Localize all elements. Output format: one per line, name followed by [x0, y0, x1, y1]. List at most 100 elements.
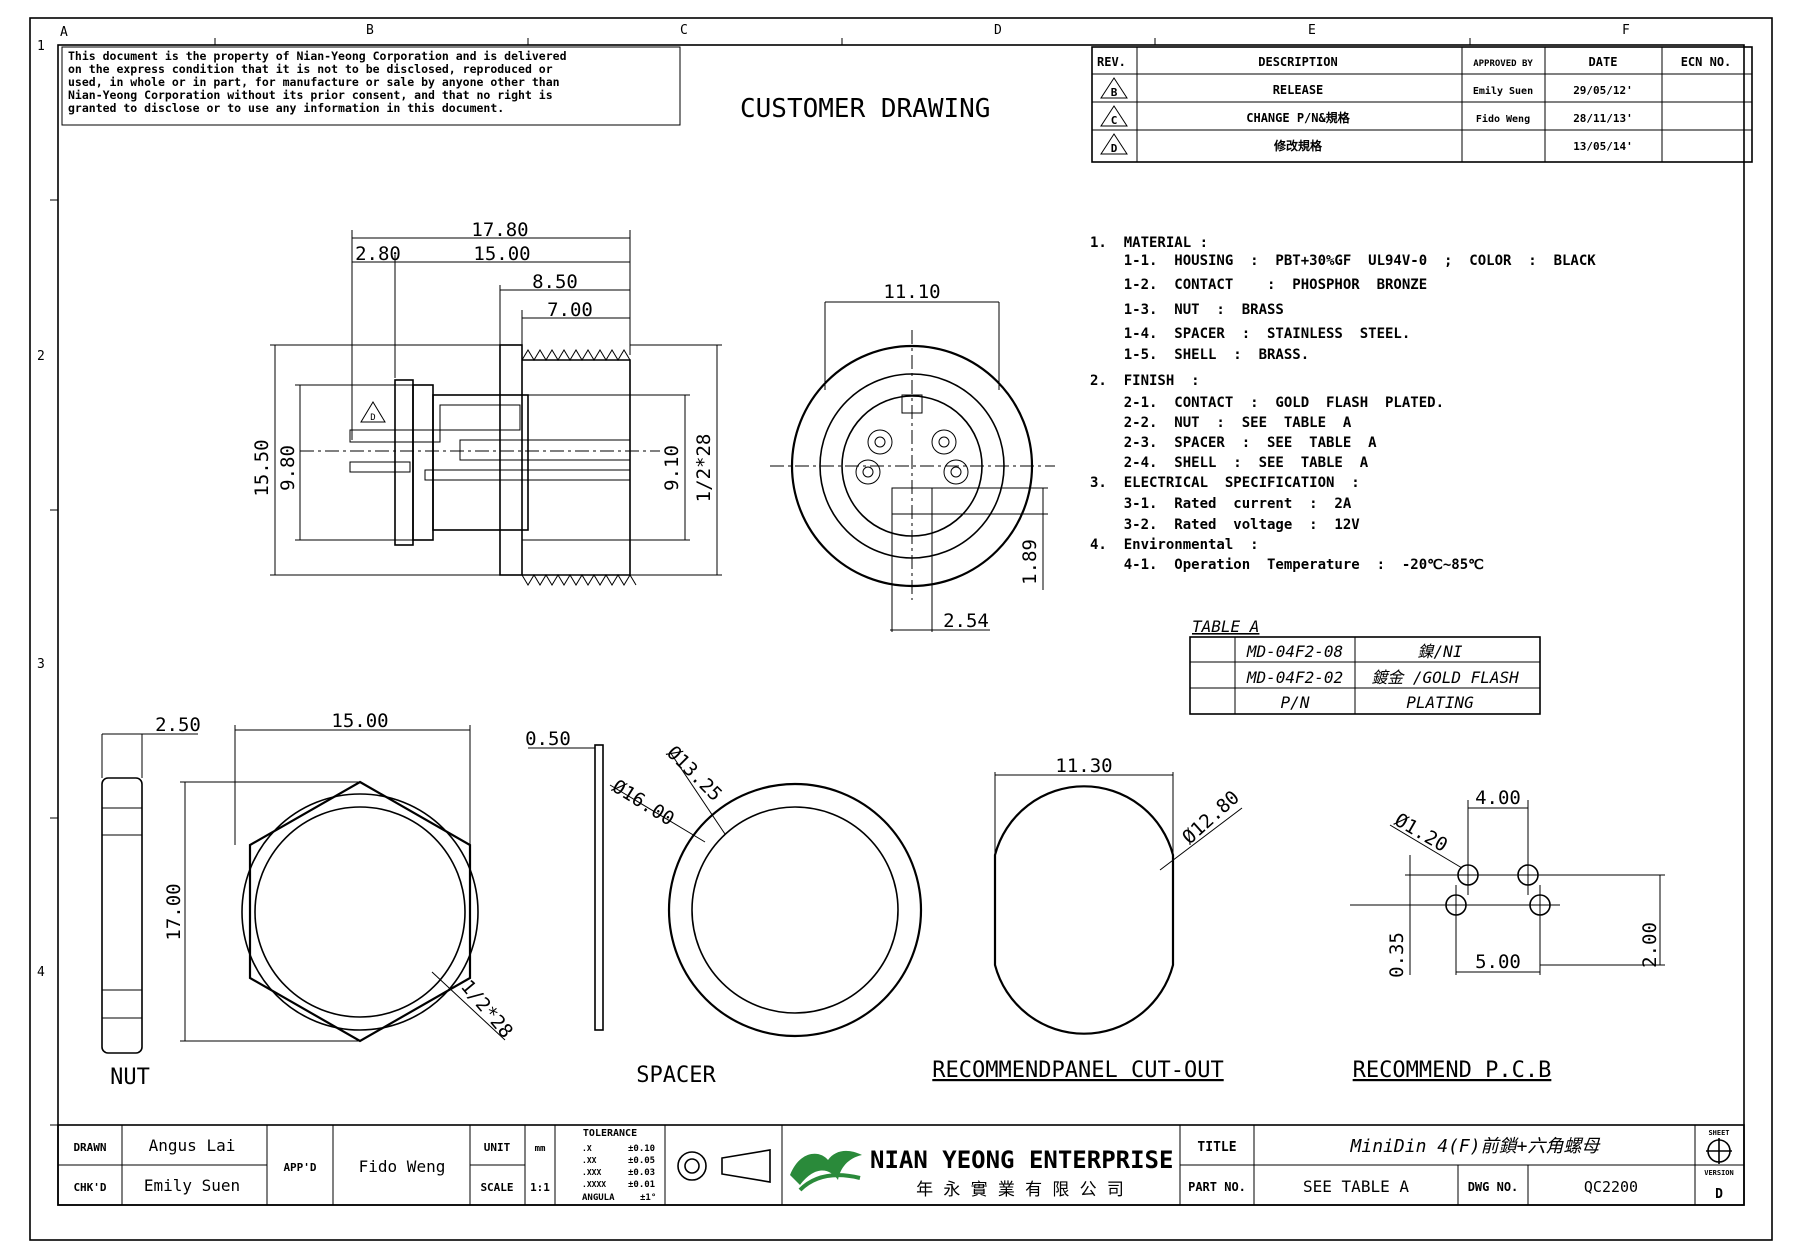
pcb-label: RECOMMEND P.C.B — [1353, 1058, 1552, 1083]
notice-line-3: used, in whole or in part, for manufactu… — [68, 75, 560, 89]
dim-side-910: 9.10 — [661, 445, 683, 491]
spec-line: 2. FINISH : — [1090, 373, 1200, 389]
rev-c-date: 28/11/13' — [1573, 112, 1633, 125]
revision-table: REV. DESCRIPTION APPROVED BY DATE ECN NO… — [1091, 46, 1753, 163]
nut-label: NUT — [110, 1065, 150, 1090]
zone-col-c: C — [680, 23, 688, 38]
tolerance-value: ±0.01 — [628, 1180, 655, 1190]
spec-line: 1-1. HOUSING : PBT+30%GF UL94V-0 ; COLOR… — [1090, 253, 1596, 269]
dim-nut-1500: 15.00 — [331, 710, 388, 732]
notice-line-5: granted to disclose or to use any inform… — [68, 101, 504, 115]
checked-name: Emily Suen — [144, 1176, 240, 1195]
spec-line: 4. Environmental : — [1090, 537, 1259, 553]
property-notice: This document is the property of Nian-Ye… — [61, 46, 681, 126]
table-a-header-plating: PLATING — [1406, 693, 1474, 712]
unit-label: UNIT — [484, 1141, 511, 1154]
spec-line: 2-3. SPACER : SEE TABLE A — [1090, 435, 1377, 451]
dim-nut-1700: 17.00 — [163, 883, 185, 940]
rev-b-approved: Emily Suen — [1473, 85, 1533, 97]
title-label: TITLE — [1197, 1140, 1236, 1155]
company-logo-icon — [790, 1150, 862, 1192]
checked-label: CHK'D — [73, 1181, 106, 1194]
version-label: VERSION — [1704, 1169, 1734, 1177]
dim-front-254: 2.54 — [943, 610, 989, 632]
sheet-crosshair-icon — [1706, 1138, 1732, 1164]
dim-pcb-120: Ø1.20 — [1391, 809, 1452, 857]
dim-front-189: 1.89 — [1019, 539, 1041, 585]
dim-spacer-050: 0.50 — [525, 728, 571, 750]
table-a-pn: MD-04F2-02 — [1246, 668, 1343, 687]
spec-line: 1-5. SHELL : BRASS. — [1090, 347, 1309, 363]
spec-line: 2-4. SHELL : SEE TABLE A — [1090, 455, 1369, 471]
spec-line: 1-2. CONTACT : PHOSPHOR BRONZE — [1090, 277, 1427, 293]
spec-line: 4-1. Operation Temperature : -20℃~85℃ — [1090, 557, 1484, 573]
approved-label: APP'D — [283, 1161, 316, 1174]
notice-line-2: on the express condition that it is not … — [68, 62, 553, 76]
spec-line: 2-1. CONTACT : GOLD FLASH PLATED. — [1090, 395, 1444, 411]
dwg-label: DWG NO. — [1468, 1180, 1519, 1194]
zone-col-e: E — [1308, 23, 1316, 38]
rev-c-approved: Fido Weng — [1476, 113, 1530, 125]
dim-front-1110: 11.10 — [883, 281, 940, 303]
zone-col-a: A — [60, 25, 68, 40]
nut-view: 2.50 15.00 17.00 1/2*28 NUT — [101, 710, 517, 1090]
sheet-label: SHEET — [1708, 1129, 1729, 1137]
spec-line: 1. MATERIAL : — [1090, 235, 1208, 251]
dim-spacer-1600: Ø16.00 — [608, 775, 678, 830]
part-label: PART NO. — [1188, 1180, 1246, 1194]
tolerance-key: .X — [582, 1144, 592, 1153]
spec-line: 2-2. NUT : SEE TABLE A — [1090, 415, 1352, 431]
rev-header-approved: APPROVED BY — [1473, 59, 1533, 69]
rev-b-description: RELEASE — [1273, 83, 1324, 97]
svg-text:D: D — [370, 413, 375, 423]
dim-side-thread: 1/2*28 — [693, 434, 715, 503]
company-name-cn: 年 永 實 業 有 限 公 司 — [916, 1180, 1124, 1200]
notice-line-1: This document is the property of Nian-Ye… — [68, 49, 567, 63]
spec-line: 3-1. Rated current : 2A — [1090, 496, 1352, 512]
panel-cutout-view: 11.30 Ø12.80 RECOMMENDPANEL CUT-OUT — [932, 755, 1244, 1083]
zone-col-f: F — [1622, 23, 1630, 38]
specifications: 1. MATERIAL : 1-1. HOUSING : PBT+30%GF U… — [1090, 235, 1596, 573]
outer-border — [29, 17, 1773, 1241]
zone-col-d: D — [994, 23, 1002, 38]
table-a-title: TABLE A — [1192, 617, 1259, 636]
tolerance-key: ANGULA — [582, 1193, 615, 1203]
table-a-plating: 鎳/NI — [1418, 642, 1463, 661]
title-block: DRAWN Angus Lai CHK'D Emily Suen APP'D F… — [57, 1124, 1745, 1206]
title-value: MiniDin 4(F)前鎖+六角螺母 — [1350, 1136, 1602, 1157]
inner-border — [57, 44, 1745, 1206]
tolerance-value: ±0.03 — [628, 1168, 655, 1178]
spec-line: 1-4. SPACER : STAINLESS STEEL. — [1090, 326, 1410, 342]
zone-row-4: 4 — [37, 965, 45, 980]
part-value: SEE TABLE A — [1303, 1177, 1409, 1196]
table-a-plating: 鍍金 /GOLD FLASH — [1371, 668, 1519, 687]
spacer-label: SPACER — [636, 1063, 716, 1088]
tolerance-value: ±1° — [640, 1193, 656, 1203]
rev-b-triangle-icon — [1100, 77, 1128, 99]
rev-header-rev: REV. — [1097, 55, 1126, 69]
dim-pcb-200: 2.00 — [1639, 922, 1661, 968]
dim-side-1550: 15.50 — [251, 439, 273, 496]
dim-pcb-035: 0.35 — [1386, 932, 1408, 978]
rev-d-label: D — [1111, 142, 1118, 155]
dim-spacer-1325: Ø13.25 — [662, 742, 726, 806]
tolerance-key: .XX — [582, 1156, 597, 1165]
table-a-pn: MD-04F2-08 — [1246, 642, 1343, 661]
scale-value: 1:1 — [530, 1181, 550, 1194]
dim-side-1780: 17.80 — [471, 219, 528, 241]
projection-symbol-icon — [677, 1149, 771, 1183]
drawn-label: DRAWN — [73, 1141, 106, 1154]
rev-header-ecn: ECN NO. — [1681, 55, 1732, 69]
rev-d-triangle-icon — [1100, 133, 1128, 155]
rev-header-date: DATE — [1589, 55, 1618, 69]
spec-line: 3. ELECTRICAL SPECIFICATION : — [1090, 475, 1360, 491]
table-a: TABLE A MD-04F2-08 鎳/NI MD-04F2-02 鍍金 /G… — [1189, 617, 1541, 715]
drawn-name: Angus Lai — [149, 1136, 236, 1155]
table-a-header-pn: P/N — [1281, 693, 1310, 712]
dim-nut-250: 2.50 — [155, 714, 201, 736]
dwg-value: QC2200 — [1584, 1178, 1638, 1196]
version-value: D — [1715, 1187, 1723, 1202]
zone-markers: A B C D E F 1 2 3 4 — [37, 23, 1630, 1126]
tolerance-value: ±0.10 — [628, 1144, 655, 1154]
